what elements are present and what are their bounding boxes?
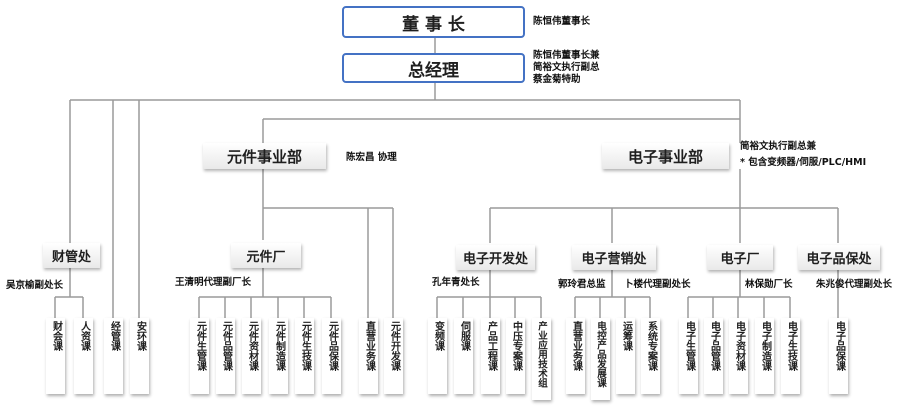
finance-dept-note: 吴京榆副处长 bbox=[6, 280, 64, 291]
section-label: 电子品保课 bbox=[833, 321, 845, 371]
e-qa-dept-box: 电子品保处 bbox=[798, 245, 880, 270]
component-factory-note: 王清明代理副厂长 bbox=[175, 277, 252, 288]
section-label: 元件生管课 bbox=[194, 321, 206, 371]
electronics-division-box: 电子事业部 bbox=[602, 143, 729, 169]
e-qa-dept-label: 电子品保处 bbox=[806, 252, 872, 267]
section-label: 电子制造课 bbox=[759, 321, 771, 371]
chairman-label: 董 事 长 bbox=[402, 14, 465, 35]
components-division-note: 陈宏昌 协理 bbox=[346, 152, 397, 163]
section-box: 变频课 bbox=[428, 318, 447, 394]
section-box: 元件开发课 bbox=[384, 318, 403, 394]
section-box: 中压专案课 bbox=[506, 318, 525, 394]
section-box: 电子制造课 bbox=[755, 318, 774, 394]
e-qa-dept-note: 朱兆俊代理副处长 bbox=[816, 279, 893, 290]
electronics-division-note-line: * 包含变频器/伺服/PLC/HMI bbox=[740, 157, 867, 168]
e-sales-dept-box: 电子营销处 bbox=[572, 245, 656, 270]
section-box: 电子品保课 bbox=[829, 318, 848, 394]
section-box: 电子生管课 bbox=[679, 318, 698, 394]
section-label: 电子生管课 bbox=[683, 321, 695, 371]
section-label: 安环课 bbox=[134, 321, 146, 351]
section-label: 中压专案课 bbox=[510, 321, 522, 371]
section-label: 伺服课 bbox=[458, 321, 470, 351]
section-label: 经管课 bbox=[108, 321, 120, 351]
section-box: 直营业务课 bbox=[359, 318, 378, 394]
section-label: 元件生技课 bbox=[299, 321, 311, 371]
section-box: 电子品管课 bbox=[704, 318, 723, 394]
chairman-box: 董 事 长 bbox=[342, 6, 525, 38]
gm-note-line: 陈恒伟董事长兼 bbox=[533, 50, 600, 61]
section-label: 元件品管课 bbox=[220, 321, 232, 371]
component-factory-box: 元件厂 bbox=[231, 243, 301, 268]
section-label: 元件资材课 bbox=[246, 321, 258, 371]
section-box: 电子生技课 bbox=[781, 318, 800, 394]
section-box: 人资课 bbox=[74, 318, 93, 394]
section-box: 元件资材课 bbox=[242, 318, 261, 394]
section-label: 变频课 bbox=[432, 321, 444, 351]
section-box: 电子资材课 bbox=[729, 318, 748, 394]
finance-dept-label: 财管处 bbox=[51, 250, 91, 265]
e-sales-dept-label: 电子营销处 bbox=[581, 252, 647, 267]
section-box: 元件制造课 bbox=[269, 318, 288, 394]
e-dev-dept-label: 电子开发处 bbox=[462, 252, 528, 267]
section-label: 电控产品发展课 bbox=[595, 321, 606, 388]
section-box: 经管课 bbox=[104, 318, 123, 394]
section-label: 系统专案课 bbox=[645, 321, 657, 371]
e-factory-dept-box: 电子厂 bbox=[707, 245, 773, 270]
e-dev-dept-box: 电子开发处 bbox=[456, 245, 535, 270]
section-box: 财会课 bbox=[46, 318, 65, 394]
e-factory-dept-note: 林保勋厂长 bbox=[745, 279, 793, 290]
section-box: 产品工程课 bbox=[481, 318, 500, 394]
e-dev-dept-note: 孔年青处长 bbox=[432, 277, 480, 288]
section-box: 元件生技课 bbox=[295, 318, 314, 394]
section-label: 元件制造课 bbox=[273, 321, 285, 371]
section-box: 元件生管课 bbox=[190, 318, 209, 394]
section-label: 产品工程课 bbox=[485, 321, 497, 371]
gm-box: 总经理 bbox=[342, 53, 525, 83]
gm-note-line: 简裕文执行副总 bbox=[533, 62, 600, 73]
section-label: 产业应用技术组 bbox=[536, 321, 547, 388]
e-sales-dept-note-b: 卜楼代理副处长 bbox=[624, 279, 691, 290]
section-label: 运筹课 bbox=[620, 321, 632, 351]
section-box: 元件品管课 bbox=[216, 318, 235, 394]
section-label: 电子资材课 bbox=[733, 321, 745, 371]
section-box: 元件品保课 bbox=[322, 318, 341, 394]
electronics-division-note: 简裕文执行副总兼 * 包含变频器/伺服/PLC/HMI bbox=[740, 141, 866, 169]
section-box: 电控产品发展课 bbox=[591, 318, 610, 400]
section-box: 产业应用技术组 bbox=[532, 318, 551, 400]
electronics-division-label: 电子事业部 bbox=[627, 147, 703, 166]
finance-dept-box: 财管处 bbox=[43, 243, 100, 268]
section-label: 电子生技课 bbox=[785, 321, 797, 371]
component-factory-label: 元件厂 bbox=[246, 250, 286, 265]
section-label: 电子品管课 bbox=[708, 321, 720, 371]
section-box: 安环课 bbox=[130, 318, 149, 394]
components-division-box: 元件事业部 bbox=[203, 143, 326, 169]
chairman-note: 陈恒伟董事长 bbox=[533, 16, 591, 27]
gm-label: 总经理 bbox=[408, 60, 459, 81]
section-label: 财会课 bbox=[50, 321, 62, 351]
section-box: 直营业务课 bbox=[566, 318, 585, 394]
section-label: 元件开发课 bbox=[388, 321, 400, 371]
e-factory-dept-label: 电子厂 bbox=[720, 252, 760, 267]
section-label: 元件品保课 bbox=[326, 321, 338, 371]
e-sales-dept-note-a: 郭玲君总监 bbox=[558, 279, 606, 290]
section-label: 人资课 bbox=[78, 321, 90, 351]
gm-note-line: 蔡金菊特助 bbox=[533, 74, 581, 85]
components-division-label: 元件事业部 bbox=[226, 147, 302, 166]
section-label: 直营业务课 bbox=[570, 321, 582, 371]
section-box: 运筹课 bbox=[616, 318, 635, 394]
section-box: 伺服课 bbox=[454, 318, 473, 394]
section-label: 直营业务课 bbox=[363, 321, 375, 371]
electronics-division-note-line: 简裕文执行副总兼 bbox=[740, 141, 817, 152]
gm-note: 陈恒伟董事长兼 简裕文执行副总 蔡金菊特助 bbox=[533, 50, 600, 86]
section-box: 系统专案课 bbox=[641, 318, 660, 394]
